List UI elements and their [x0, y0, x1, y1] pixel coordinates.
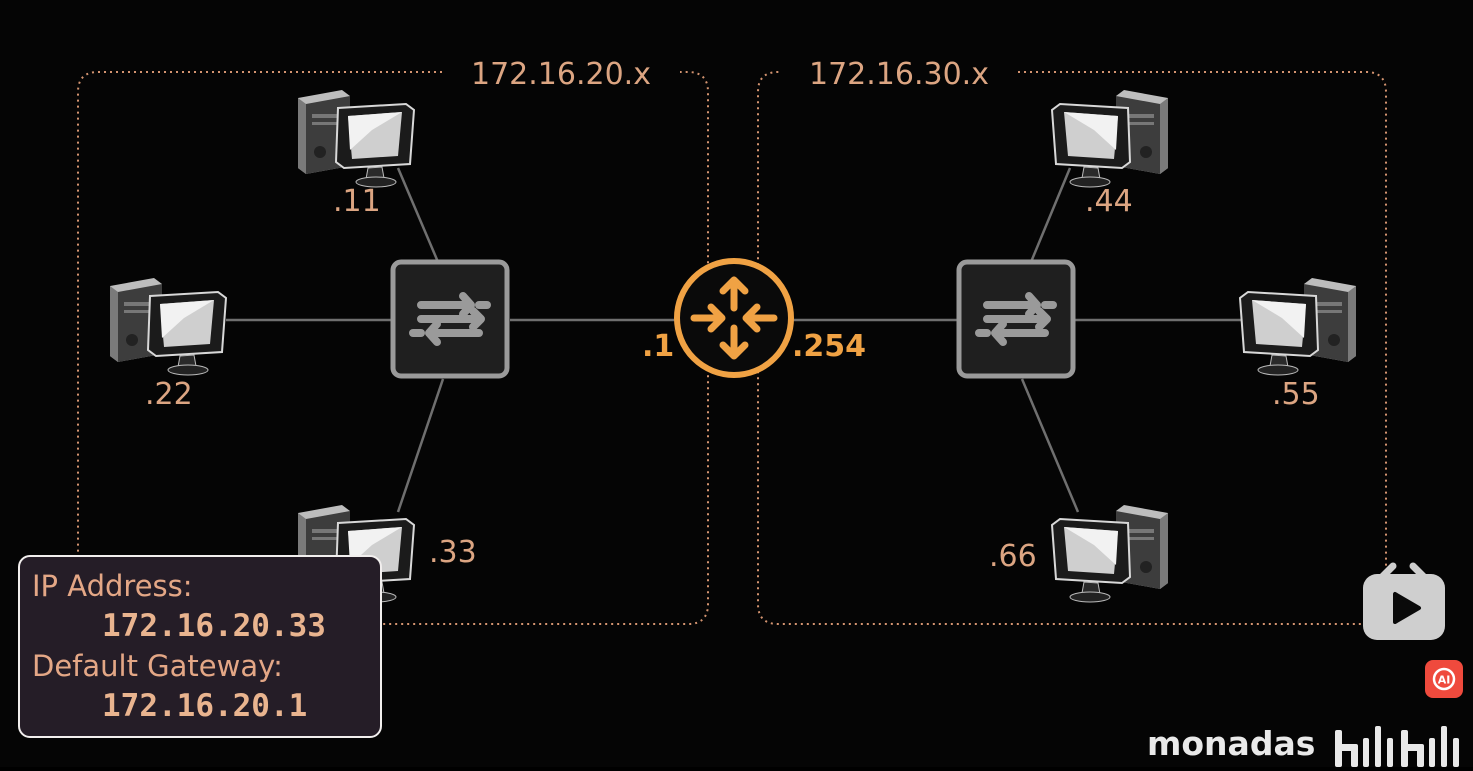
link-switch-right-host-66 [1020, 378, 1080, 513]
host-label-33: .33 [429, 535, 477, 570]
switch-left-icon [393, 262, 507, 376]
subnet-label-left: 172.16.20.x [471, 57, 651, 92]
host-22-computer-icon [109, 277, 227, 376]
bilibili-tv-icon [1363, 562, 1445, 640]
watermark-author: monadas [1147, 724, 1316, 763]
host-label-11: .11 [333, 184, 381, 219]
router-icon [674, 258, 794, 378]
host-info-panel: IP Address: 172.16.20.33 Default Gateway… [18, 555, 382, 738]
bilibili-logo-icon [1335, 726, 1459, 767]
watermark: monadas [1147, 722, 1473, 767]
default-gateway-value: 172.16.20.1 [102, 688, 308, 724]
link-switch-right-host-44 [1029, 167, 1072, 263]
link-switch-left-host-11 [396, 167, 440, 263]
host-label-66: .66 [989, 539, 1037, 574]
subnet-boundary-left [77, 71, 709, 625]
host-66-computer-icon [1052, 505, 1168, 602]
host-label-44: .44 [1085, 184, 1133, 219]
subnet-boundary-right [757, 71, 1387, 625]
ai-icon: AI [1425, 660, 1463, 698]
subnet-label-right: 172.16.30.x [809, 57, 989, 92]
default-gateway-label: Default Gateway: [32, 649, 283, 683]
host-11-computer-icon [297, 89, 415, 188]
network-links [226, 167, 1244, 513]
router-left-interface-label: .1 [642, 329, 674, 364]
ip-address-label: IP Address: [32, 569, 193, 603]
ip-address-value: 172.16.20.33 [102, 608, 326, 644]
host-label-55: .55 [1272, 377, 1320, 412]
switch-right-icon [959, 262, 1073, 376]
svg-text:AI: AI [1438, 674, 1451, 687]
host-55-computer-icon [1240, 278, 1356, 375]
link-switch-left-host-33 [396, 378, 445, 513]
host-label-22: .22 [145, 377, 193, 412]
router-right-interface-label: .254 [792, 329, 866, 364]
